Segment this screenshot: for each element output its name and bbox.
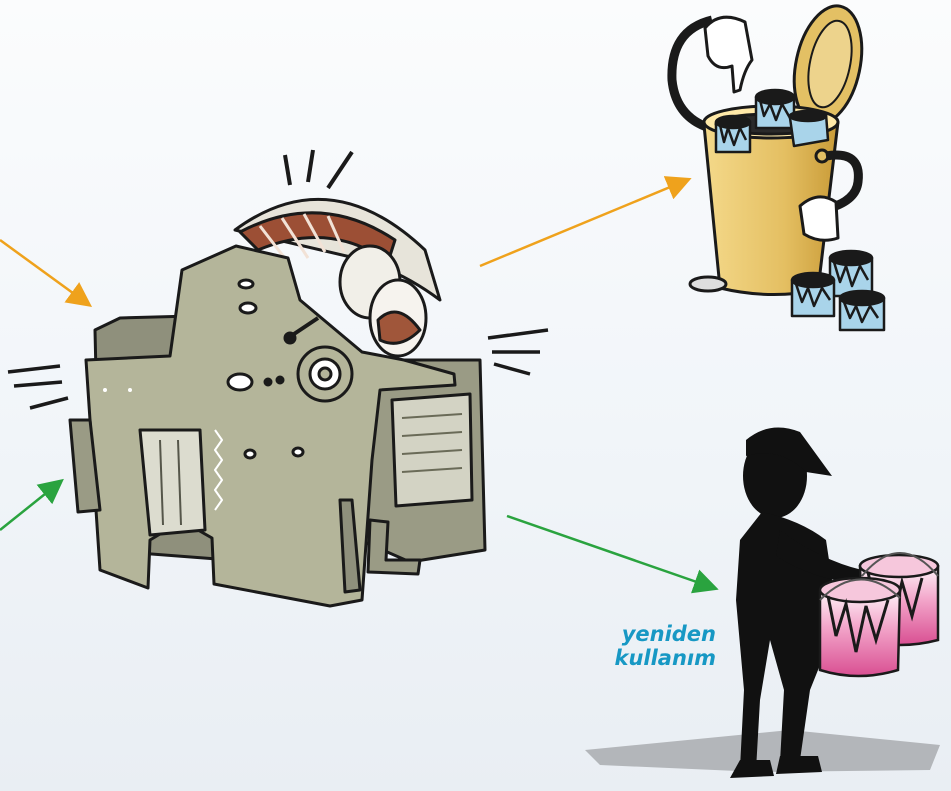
ink-can-floor-2 [790, 271, 836, 318]
ink-can-floor-3 [838, 289, 886, 332]
ink-can-top-3 [788, 109, 830, 148]
arrow-to-waste [479, 176, 692, 268]
caption-line-1: yeniden [621, 622, 716, 646]
ink-can-top-2 [754, 88, 796, 130]
reuse-caption: yeniden kullanım [570, 622, 716, 670]
arrow-to-reuse [506, 514, 719, 594]
printing-press-icon [7, 149, 549, 608]
worker-icon [585, 427, 940, 778]
arrow-in-bottom [0, 478, 64, 531]
arrow-in-top [0, 238, 93, 307]
caption-line-2: kullanım [614, 646, 716, 670]
ink-can-floor-1 [828, 249, 874, 298]
trash-can-icon [667, 4, 886, 332]
ink-can-top-1 [714, 114, 752, 154]
paint-can-front [818, 576, 902, 678]
